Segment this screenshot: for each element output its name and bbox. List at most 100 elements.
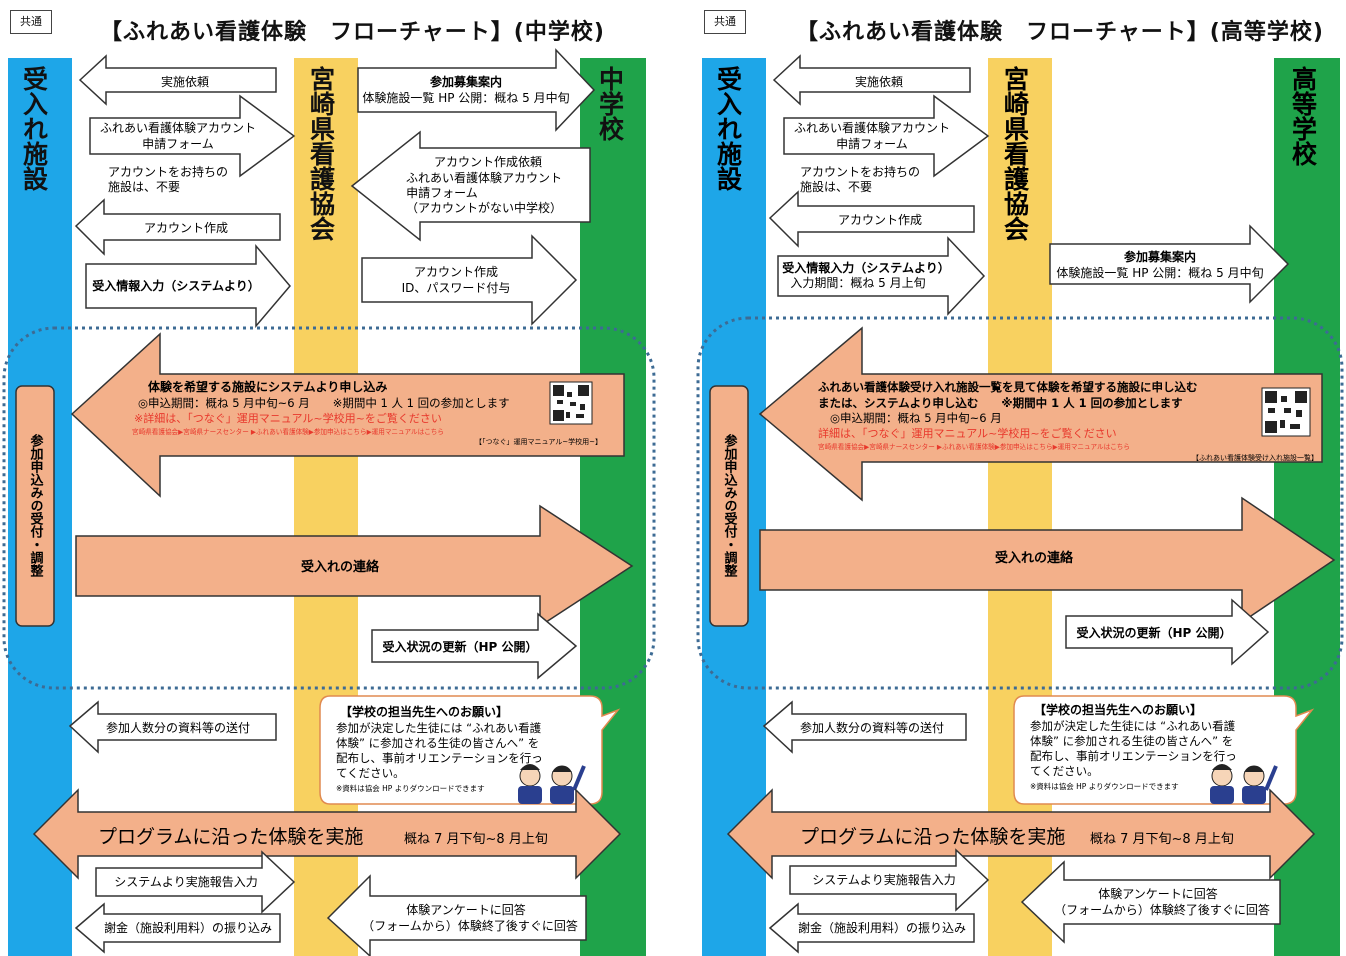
arrow-recruit-label: 体験施設一覧 HP 公開：概ね 5 月中旬 <box>362 90 569 105</box>
arrow-recruit-label: 体験施設一覧 HP 公開：概ね 5 月中旬 <box>1056 265 1263 280</box>
side-label: 参加申込みの受付・調整 <box>722 433 739 578</box>
students-icon <box>1210 764 1278 804</box>
arrow-send-documents <box>762 700 967 754</box>
arrow-report <box>95 850 296 914</box>
lane-facility-label: 受入れ施設 <box>20 65 49 192</box>
arrow-application-manual: 【「つなぐ」運用マニュアル~学校用~】 <box>475 437 602 446</box>
flowchart-high: 受入れ施設 宮崎県看護協会 高等学校 実施依頼 ふれあい看護体験アカウント 申請… <box>696 54 1344 956</box>
arrow-survey <box>1020 860 1281 944</box>
teacher-note-line: 体験” に参加される生徒の皆さんへ” を <box>1030 734 1233 748</box>
qr-code-icon <box>1261 387 1311 437</box>
page-title-junior: 【ふれあい看護体験 フローチャート】(中学校) <box>100 20 605 45</box>
arrow-program-period: 概ね 7 月下旬~8 月上旬 <box>404 832 548 847</box>
teacher-note-title: 【学校の担当先生へのお願い】 <box>1034 702 1202 717</box>
page-title-high: 【ふれあい看護体験 フローチャート】(高等学校) <box>796 20 1324 45</box>
arrow-application-detail: ※詳細は、「つなぐ」運用マニュアル~学校用~をご覧ください <box>134 411 442 425</box>
arrow-input-info <box>777 236 986 316</box>
arrow-report <box>789 848 990 912</box>
arrow-program-label: プログラムに沿った体験を実施 <box>98 826 363 848</box>
arrow-status-update-label: 受入状況の更新（HP 公開） <box>382 639 537 654</box>
arrow-contact-label: 受入れの連絡 <box>301 559 380 575</box>
arrow-application-title: または、システムより申し込む ※期間中 1 人 1 回の参加とします <box>818 396 1183 410</box>
side-label-box <box>709 385 749 627</box>
arrow-application-period: ◎申込期間：概ね 5 月中旬~6 月 ※期間中 1 人 1 回の参加とします <box>138 396 510 410</box>
qr-code-icon <box>549 381 593 425</box>
arrow-report-label: システムより実施報告入力 <box>812 872 955 887</box>
arrow-survey-label: 体験アンケートに回答 <box>406 902 526 917</box>
arrow-request <box>772 54 971 106</box>
lane-association-label: 宮崎県看護協会 <box>307 65 336 242</box>
arrow-send-documents-label: 参加人数分の資料等の送付 <box>800 720 944 735</box>
side-label: 参加申込みの受付・調整 <box>28 433 45 578</box>
arrow-account-form <box>783 94 990 178</box>
arrow-account-create-label: アカウント作成 <box>144 221 228 235</box>
arrow-application-detail: 詳細は、「つなぐ」運用マニュアル~学校用~をご覧ください <box>818 426 1117 440</box>
flowchart-junior: 受入れ施設 宮崎県看護協会 中学校 実施依頼 ふれあい看護体験アカウント 申請フ… <box>2 48 656 956</box>
arrow-send-documents <box>68 700 277 754</box>
arrow-input-info-label: 入力期間：概ね 5 月上旬 <box>790 276 925 290</box>
students-icon <box>518 764 586 804</box>
arrow-recruit <box>357 48 596 132</box>
lane-association <box>294 58 358 956</box>
arrow-contact <box>75 504 634 628</box>
arrow-program-label: プログラムに沿った体験を実施 <box>800 826 1065 848</box>
arrow-survey-label: 体験アンケートに回答 <box>1098 886 1218 901</box>
arrow-survey-label: （フォームから）体験終了後すぐに回答 <box>362 918 578 933</box>
arrow-application-list: 【ふれあい看護体験受け入れ施設一覧】 <box>1192 453 1318 462</box>
arrow-contact-label: 受入れの連絡 <box>995 550 1074 566</box>
arrow-application-path: 宮崎県看護協会▶宮崎県ナースセンター ▶ふれあい看護体験▶参加申込はこちら▶運用… <box>132 427 444 436</box>
arrow-request-label: 実施依頼 <box>161 74 209 89</box>
arrow-application-title: ふれあい看護体験受け入れ施設一覧を見て体験を希望する施設に申し込む <box>818 380 1198 394</box>
arrow-recruit-label: 参加募集案内 <box>430 74 502 89</box>
teacher-note-footnote: ※資料は協会 HP よりダウンロードできます <box>1030 781 1179 791</box>
arrow-account-form-label: ふれあい看護体験アカウント <box>100 120 256 135</box>
arrow-request <box>78 54 277 106</box>
arrow-school-account-request <box>350 130 591 242</box>
teacher-note <box>319 695 621 805</box>
arrow-survey-label: （フォームから）体験終了後すぐに回答 <box>1054 902 1270 917</box>
arrow-account-form <box>89 94 296 178</box>
arrow-school-account-label: （アカウントがない中学校） <box>406 200 562 215</box>
arrow-program <box>32 788 622 880</box>
arrow-application-path: 宮崎県看護協会▶宮崎県ナースセンター ▶ふれあい看護体験▶参加申込はこちら▶運用… <box>818 442 1130 451</box>
teacher-note-line: てください。 <box>1030 764 1099 778</box>
arrow-application <box>70 332 625 498</box>
arrow-fee-label: 謝金（施設利用料）の振り込み <box>104 920 272 935</box>
arrow-recruit <box>1049 224 1290 304</box>
lane-school-label: 中学校 <box>596 66 625 142</box>
arrow-issue-id-label: アカウント作成 <box>414 265 498 279</box>
teacher-note-line: 配布し、事前オリエンテーションを行っ <box>336 751 543 765</box>
side-label-box <box>15 385 55 627</box>
common-tag: 共通 <box>704 10 746 34</box>
arrow-input-info-label: 受入情報入力（システムより） <box>782 260 949 275</box>
arrow-contact <box>759 496 1336 624</box>
arrow-recruit-label: 参加募集案内 <box>1124 249 1196 264</box>
teacher-note <box>1013 695 1315 805</box>
arrow-school-account-label: ふれあい看護体験アカウント <box>406 170 562 185</box>
account-note: 施設は、不要 <box>800 179 872 194</box>
arrow-issue-id <box>361 234 578 326</box>
application-region <box>696 316 1344 690</box>
arrow-input-info-label: 受入情報入力（システムより） <box>92 278 259 293</box>
arrow-account-form-label: 申請フォーム <box>142 137 214 151</box>
arrow-program-period: 概ね 7 月下旬~8 月上旬 <box>1090 832 1234 847</box>
arrow-input-info <box>85 243 291 329</box>
arrow-fee <box>74 902 281 954</box>
arrow-issue-id-label: ID、パスワード付与 <box>402 281 511 295</box>
teacher-note-line: 参加が決定した生徒には “ふれあい看護 <box>336 721 542 735</box>
teacher-note-title: 【学校の担当先生へのお願い】 <box>340 704 508 719</box>
arrow-survey <box>326 874 587 956</box>
arrow-application-period: ◎申込期間：概ね 5 月中旬~6 月 <box>830 411 1002 425</box>
account-note: アカウントをお持ちの <box>108 164 228 179</box>
arrow-status-update <box>1065 598 1270 666</box>
arrow-program <box>726 788 1316 880</box>
arrow-fee <box>768 902 975 954</box>
common-tag: 共通 <box>10 10 52 34</box>
account-note: 施設は、不要 <box>108 179 180 194</box>
arrow-account-create <box>74 198 281 256</box>
arrow-account-form-label: 申請フォーム <box>836 137 908 151</box>
lane-facility-label: 受入れ施設 <box>714 65 743 192</box>
teacher-note-line: 体験” に参加される生徒の皆さんへ” を <box>336 736 539 750</box>
teacher-note-footnote: ※資料は協会 HP よりダウンロードできます <box>336 783 485 793</box>
arrow-account-create-label: アカウント作成 <box>838 213 922 227</box>
